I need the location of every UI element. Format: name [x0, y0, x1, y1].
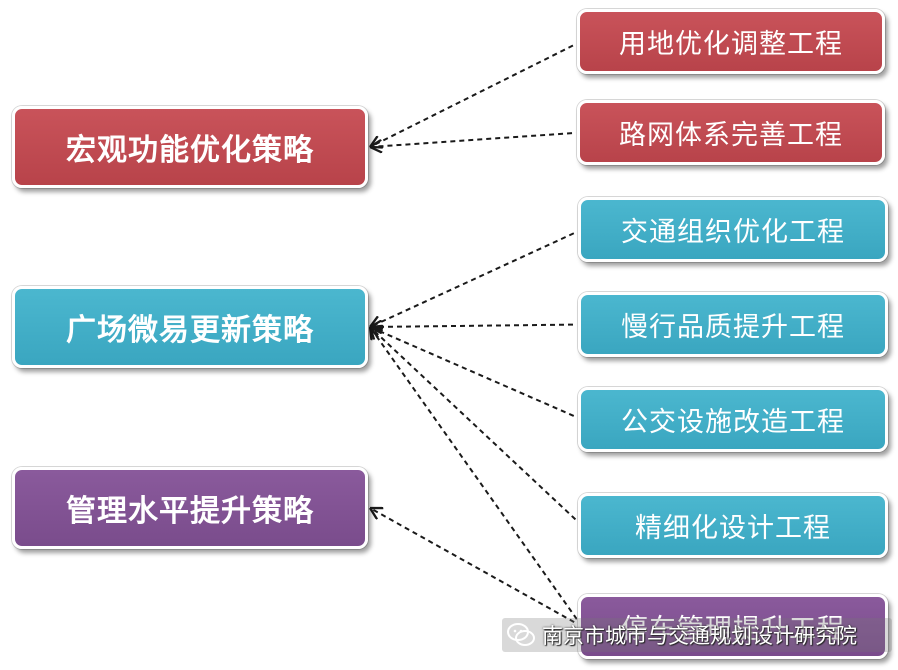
strategy-macro-function: 宏观功能优化策略 — [12, 106, 368, 188]
project-label: 公交设施改造工程 — [621, 407, 845, 438]
strategy-plaza-renewal: 广场微易更新策略 — [12, 286, 368, 368]
project-label: 交通组织优化工程 — [621, 217, 845, 248]
watermark-text: 南京市城市与交通规划设计研究院 — [542, 624, 857, 648]
project-traffic-org: 交通组织优化工程 — [578, 197, 888, 262]
strategy-label: 广场微易更新策略 — [66, 313, 314, 348]
connector-arrow — [370, 327, 583, 527]
project-label: 用地优化调整工程 — [619, 29, 843, 60]
project-road-network: 路网体系完善工程 — [577, 100, 885, 165]
connector-arrow — [370, 508, 583, 628]
connector-arrow — [370, 40, 582, 148]
strategy-label: 宏观功能优化策略 — [66, 133, 314, 168]
project-fine-design: 精细化设计工程 — [578, 493, 888, 558]
strategy-label: 管理水平提升策略 — [66, 494, 314, 529]
connector-arrow — [370, 327, 583, 421]
strategy-management-upgrade: 管理水平提升策略 — [12, 467, 368, 549]
project-label: 精细化设计工程 — [635, 513, 831, 544]
wechat-icon — [507, 623, 535, 646]
project-label: 慢行品质提升工程 — [621, 312, 845, 343]
project-label: 路网体系完善工程 — [619, 120, 843, 151]
project-label: 停车管理提升工程 — [621, 614, 845, 645]
project-slow-traffic: 慢行品质提升工程 — [578, 292, 888, 357]
watermark: 南京市城市与交通规划设计研究院 — [502, 618, 892, 652]
project-land-use: 用地优化调整工程 — [577, 9, 885, 74]
connector-arrow — [370, 131, 582, 148]
connector-arrow — [370, 325, 583, 328]
connector-arrow — [370, 228, 583, 328]
connector-arrow — [370, 327, 583, 628]
project-transit: 公交设施改造工程 — [578, 387, 888, 452]
project-parking: 停车管理提升工程 — [578, 594, 888, 659]
